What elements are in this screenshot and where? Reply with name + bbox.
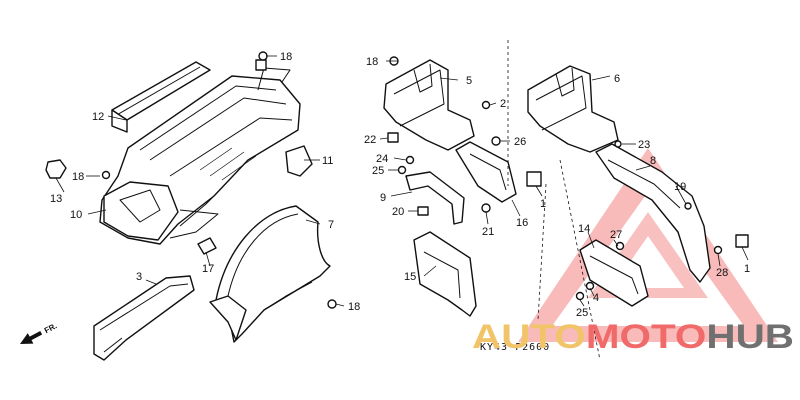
callout-7: 7 <box>328 219 334 231</box>
callout-16: 16 <box>516 217 528 229</box>
guide-lines <box>507 40 601 361</box>
front-direction-arrow: FR. <box>20 321 59 344</box>
watermark-word-auto: AUTO <box>472 318 586 356</box>
part-13-clip <box>45 159 67 179</box>
part-11-cap <box>285 145 313 177</box>
part-9-stay <box>405 171 465 225</box>
callout-18: 18 <box>280 51 292 63</box>
watermark-word-moto: MOTO <box>586 318 707 356</box>
callout-15: 15 <box>404 271 416 283</box>
part-3-side-cover <box>93 275 195 361</box>
callout-4: 4 <box>593 292 599 304</box>
callout-8: 8 <box>650 155 656 167</box>
callout-19: 19 <box>674 181 686 193</box>
part-12-rail-cover <box>111 61 211 133</box>
callout-25: 25 <box>576 307 588 319</box>
callout-27: 27 <box>610 229 622 241</box>
callout-18: 18 <box>72 171 84 183</box>
part-15-plate-mount <box>413 231 477 317</box>
callout-6: 6 <box>614 73 620 85</box>
direction-label: FR. <box>43 321 59 335</box>
callout-13: 13 <box>50 193 62 205</box>
watermark-word-hub: HUB <box>706 318 794 356</box>
part-5-bracket <box>383 59 475 151</box>
callout-21: 21 <box>482 226 494 238</box>
callout-3: 3 <box>136 271 142 283</box>
part-6-bracket <box>527 65 619 153</box>
callout-1: 1 <box>744 263 750 275</box>
part-10-inner-fender <box>99 59 301 245</box>
callout-22: 22 <box>364 134 376 146</box>
callout-14: 14 <box>578 223 590 235</box>
drawing-code: KY43-F2600 <box>480 342 550 353</box>
callout-24: 24 <box>376 153 388 165</box>
callout-11: 11 <box>322 155 333 167</box>
callout-23: 23 <box>638 139 650 151</box>
part-14-light-housing <box>579 239 649 307</box>
part-7-rear-fender <box>209 205 331 343</box>
callout-28: 28 <box>716 267 728 279</box>
callout-1: 1 <box>540 198 546 210</box>
part-16-bracket <box>455 141 517 203</box>
callout-20: 20 <box>392 206 404 218</box>
callout-5: 5 <box>466 75 472 87</box>
callouts: 1 1 2 3 4 5 6 7 8 9 10 11 12 13 14 15 16… <box>50 51 750 319</box>
leader-lines <box>55 55 749 307</box>
callout-10: 10 <box>70 209 82 221</box>
callout-2: 2 <box>500 98 506 110</box>
part-8-plate-panel <box>595 143 711 283</box>
callout-18: 18 <box>348 301 360 313</box>
callout-17: 17 <box>202 263 214 275</box>
callout-26: 26 <box>514 136 526 148</box>
callout-25: 25 <box>372 165 384 177</box>
part-17-pad <box>197 237 217 255</box>
callout-12: 12 <box>92 111 104 123</box>
callout-9: 9 <box>380 192 386 204</box>
callout-18: 18 <box>366 56 378 68</box>
